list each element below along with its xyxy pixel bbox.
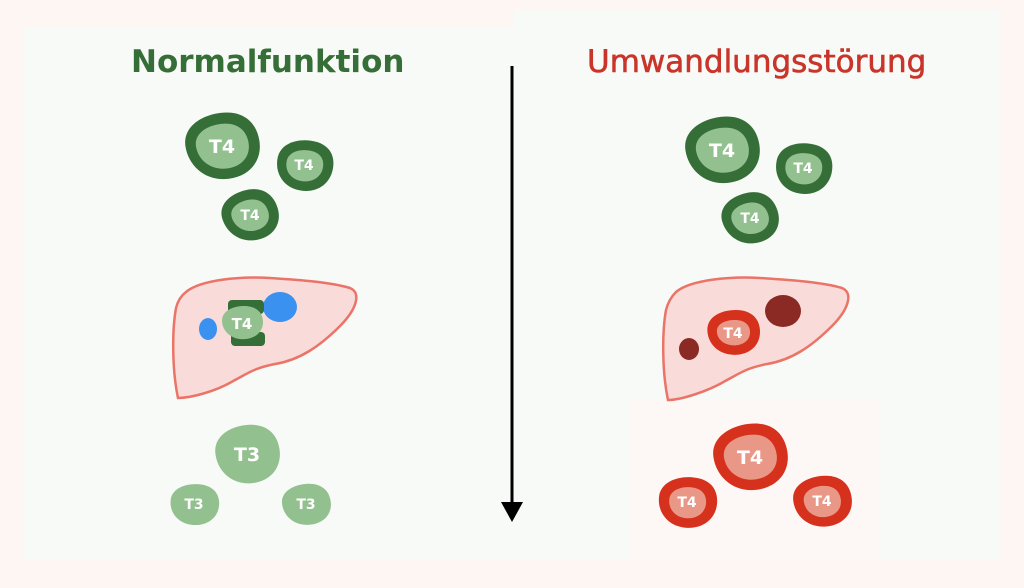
liver-normal: T4 xyxy=(171,276,358,400)
t4-cell: T4 xyxy=(680,112,765,188)
unconverted-t4-cell: T4 xyxy=(790,473,855,529)
cell-label: T4 xyxy=(209,136,235,158)
cell-label: T4 xyxy=(232,315,253,333)
down-arrow xyxy=(501,66,523,522)
cell-label: T4 xyxy=(723,326,743,342)
t4-cell: T4 xyxy=(180,108,265,184)
t4-cell: T4 xyxy=(771,139,837,198)
t4-cell: T4 xyxy=(272,136,338,195)
cell-label: T4 xyxy=(709,140,735,162)
enzyme-blob xyxy=(199,318,217,340)
arrow-head xyxy=(501,502,523,522)
impaired-enzyme-blob xyxy=(765,295,801,327)
unconverted-t4-cell: T4 xyxy=(708,419,793,495)
cell-label: T4 xyxy=(740,211,760,227)
enzyme-blob xyxy=(263,292,297,322)
cell-label: T4 xyxy=(812,494,832,510)
cell-label: T3 xyxy=(296,497,315,513)
cell-label: T3 xyxy=(234,444,260,466)
unconverted-t4-cell: T4 xyxy=(656,474,720,530)
t4-cell: T4 xyxy=(215,184,286,247)
cell-label: T3 xyxy=(184,497,203,513)
cell-label: T4 xyxy=(793,161,813,177)
cell-label: T4 xyxy=(677,495,697,511)
impaired-enzyme-blob xyxy=(679,338,699,360)
normal-function-title: Normalfunktion xyxy=(131,44,405,80)
cell-label: T4 xyxy=(294,158,314,174)
liver-disorder: T4 xyxy=(661,276,850,402)
t3-cell: T3 xyxy=(280,482,333,527)
t3-cell: T3 xyxy=(212,422,283,486)
cell-label: T4 xyxy=(240,208,260,224)
conversion-disorder-title: Umwandlungsstörung xyxy=(587,44,927,81)
cell-label: T4 xyxy=(737,447,763,469)
t3-cell: T3 xyxy=(168,482,222,527)
t4-cell: T4 xyxy=(715,187,786,250)
